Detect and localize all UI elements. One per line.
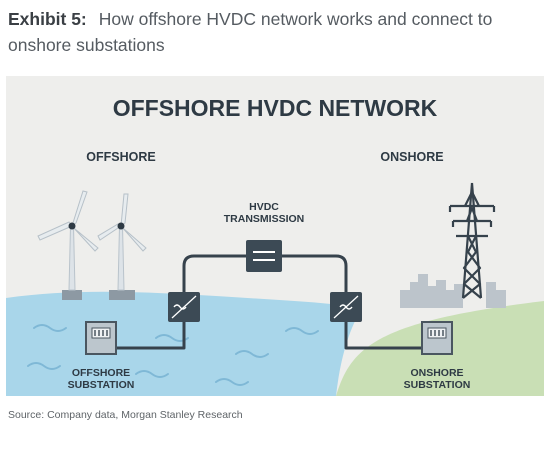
onshore-substation-icon <box>421 321 453 355</box>
onshore-substation-label-line1: ONSHORE <box>410 367 463 379</box>
converter-station-icon <box>168 292 200 322</box>
city-skyline-icon <box>400 274 506 308</box>
hvdc-diagram: OFFSHORE HVDC NETWORK OFFSHORE ONSHORE <box>6 76 544 396</box>
onshore-heading: ONSHORE <box>380 150 443 164</box>
transmission-tower-icon <box>448 182 496 299</box>
offshore-substation-label-line1: OFFSHORE <box>72 367 130 379</box>
wind-turbine-icon <box>37 190 99 300</box>
wind-turbine-icon <box>97 193 147 300</box>
onshore-substation-label-line2: SUBSTATION <box>404 379 471 391</box>
hvdc-transmission-label-line2: TRANSMISSION <box>224 213 305 225</box>
dc-link-icon <box>246 240 282 272</box>
wave-marks <box>27 324 319 386</box>
diagram-title: OFFSHORE HVDC NETWORK <box>113 95 438 121</box>
hvdc-diagram-svg: OFFSHORE HVDC NETWORK OFFSHORE ONSHORE <box>6 95 544 396</box>
offshore-substation-label-line2: SUBSTATION <box>68 379 135 391</box>
hvdc-cable <box>116 254 422 350</box>
exhibit-title: How offshore HVDC network works and conn… <box>8 9 493 55</box>
source-note: Source: Company data, Morgan Stanley Res… <box>8 409 243 421</box>
exhibit-caption: Exhibit 5:How offshore HVDC network work… <box>8 6 548 58</box>
offshore-substation-icon <box>85 321 117 355</box>
hvdc-transmission-label-line1: HVDC <box>249 201 279 213</box>
offshore-heading: OFFSHORE <box>86 150 155 164</box>
exhibit-label: Exhibit 5: <box>8 9 87 29</box>
converter-station-icon <box>330 292 362 322</box>
